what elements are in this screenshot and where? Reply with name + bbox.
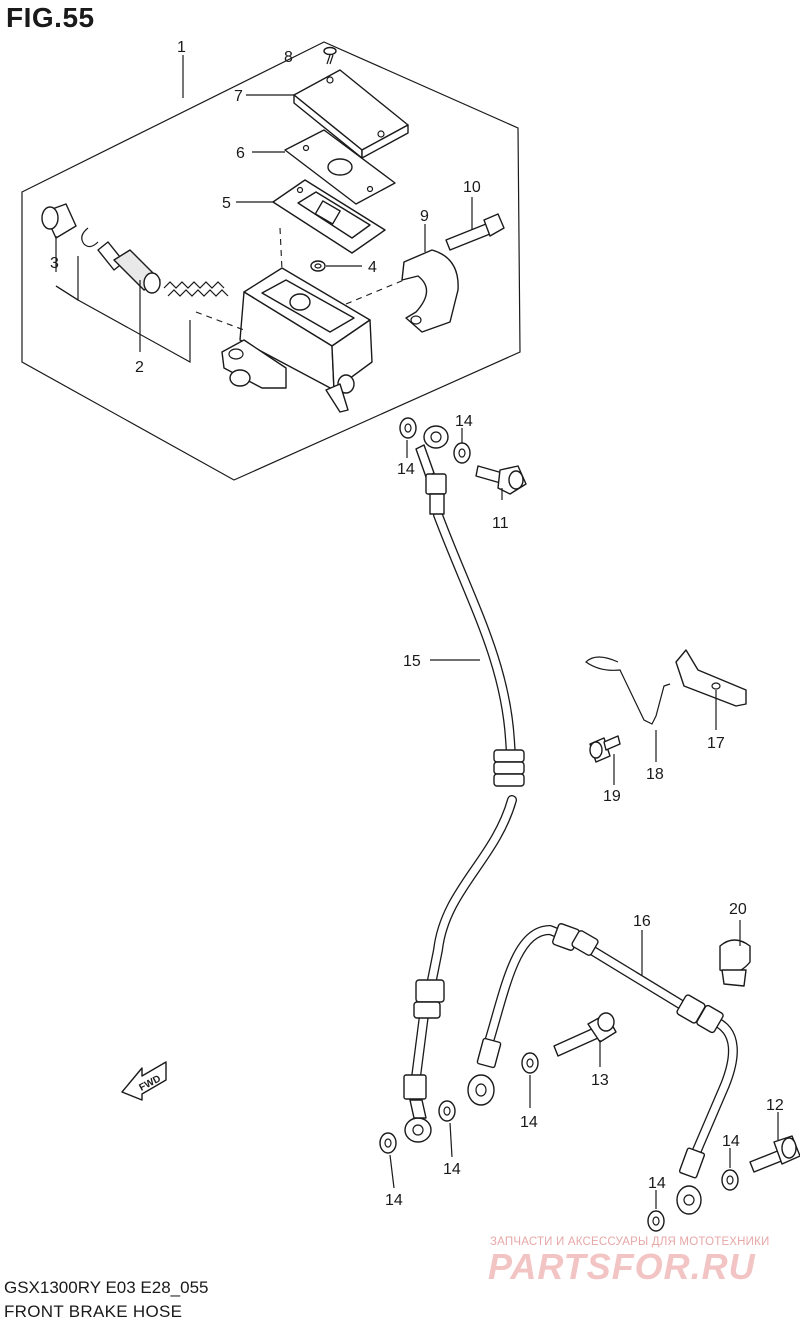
bracket-17 — [675, 649, 747, 707]
callout-1: 1 — [177, 39, 186, 56]
diaphragm-plate-6 — [284, 129, 396, 205]
screw-8 — [323, 46, 337, 65]
callout-2: 2 — [135, 359, 144, 376]
clamp-20 — [719, 939, 751, 987]
watermark-brand: PARTSFOR.RU — [488, 1246, 756, 1287]
callout-16: 16 — [633, 913, 651, 930]
callout-13: 13 — [591, 1072, 609, 1089]
callout-14-f: 14 — [722, 1133, 740, 1150]
callout-20: 20 — [729, 901, 747, 918]
holder-clamp-9 — [401, 249, 459, 333]
assembly-line-c — [195, 311, 245, 331]
callout-14-d: 14 — [443, 1161, 461, 1178]
callout-17: 17 — [707, 735, 725, 752]
model-code: GSX1300RY E03 E28_055 — [4, 1278, 209, 1297]
brake-hose-15 — [403, 425, 525, 1143]
callout-4: 4 — [368, 259, 377, 276]
assembly-outline — [21, 41, 521, 481]
callout-18: 18 — [646, 766, 664, 783]
union-bolt-12 — [749, 1135, 800, 1173]
fwd-direction-marker: FWD — [121, 1061, 167, 1101]
callout-14-b: 14 — [397, 461, 415, 478]
assembly-line-a — [279, 227, 283, 271]
callout-14-e: 14 — [385, 1192, 403, 1209]
union-bolt-13 — [553, 1012, 617, 1057]
callout-3: 3 — [50, 255, 59, 272]
callout-labels: 1 2 3 4 5 6 7 8 9 10 11 12 13 14 14 14 1… — [50, 39, 784, 1209]
callout-7: 7 — [234, 88, 243, 105]
callout-14-c: 14 — [520, 1114, 538, 1131]
callout-6: 6 — [236, 145, 245, 162]
callout-9: 9 — [420, 208, 429, 225]
master-cylinder-body — [221, 267, 373, 413]
hose-guide-18 — [585, 656, 671, 725]
washer-4 — [310, 260, 326, 272]
callout-15: 15 — [403, 653, 421, 670]
callout-11: 11 — [492, 515, 509, 532]
union-bolt-11 — [475, 465, 527, 495]
figure-caption: FRONT BRAKE HOSE — [4, 1302, 183, 1321]
callout-8: 8 — [284, 49, 293, 66]
leader-lines — [55, 55, 779, 1209]
callout-10: 10 — [463, 179, 481, 196]
callout-19: 19 — [603, 788, 621, 805]
assembly-line-b — [345, 279, 405, 305]
washers-14 — [379, 417, 739, 1232]
figure-title: FIG.55 — [6, 2, 95, 33]
callout-14-a: 14 — [455, 413, 473, 430]
callout-14-g: 14 — [648, 1175, 666, 1192]
callout-12: 12 — [766, 1097, 784, 1114]
callout-5: 5 — [222, 195, 231, 212]
bolt-10 — [445, 213, 505, 251]
watermark-tagline: ЗАПЧАСТИ И АКСЕССУАРЫ ДЛЯ МОТОТЕХНИКИ — [490, 1236, 770, 1248]
piston-kit-2 — [41, 203, 229, 297]
diaphragm-5 — [272, 179, 386, 254]
brake-hose-16 — [467, 923, 738, 1215]
bolt-19 — [589, 735, 621, 763]
reservoir-cap-7 — [293, 69, 409, 159]
